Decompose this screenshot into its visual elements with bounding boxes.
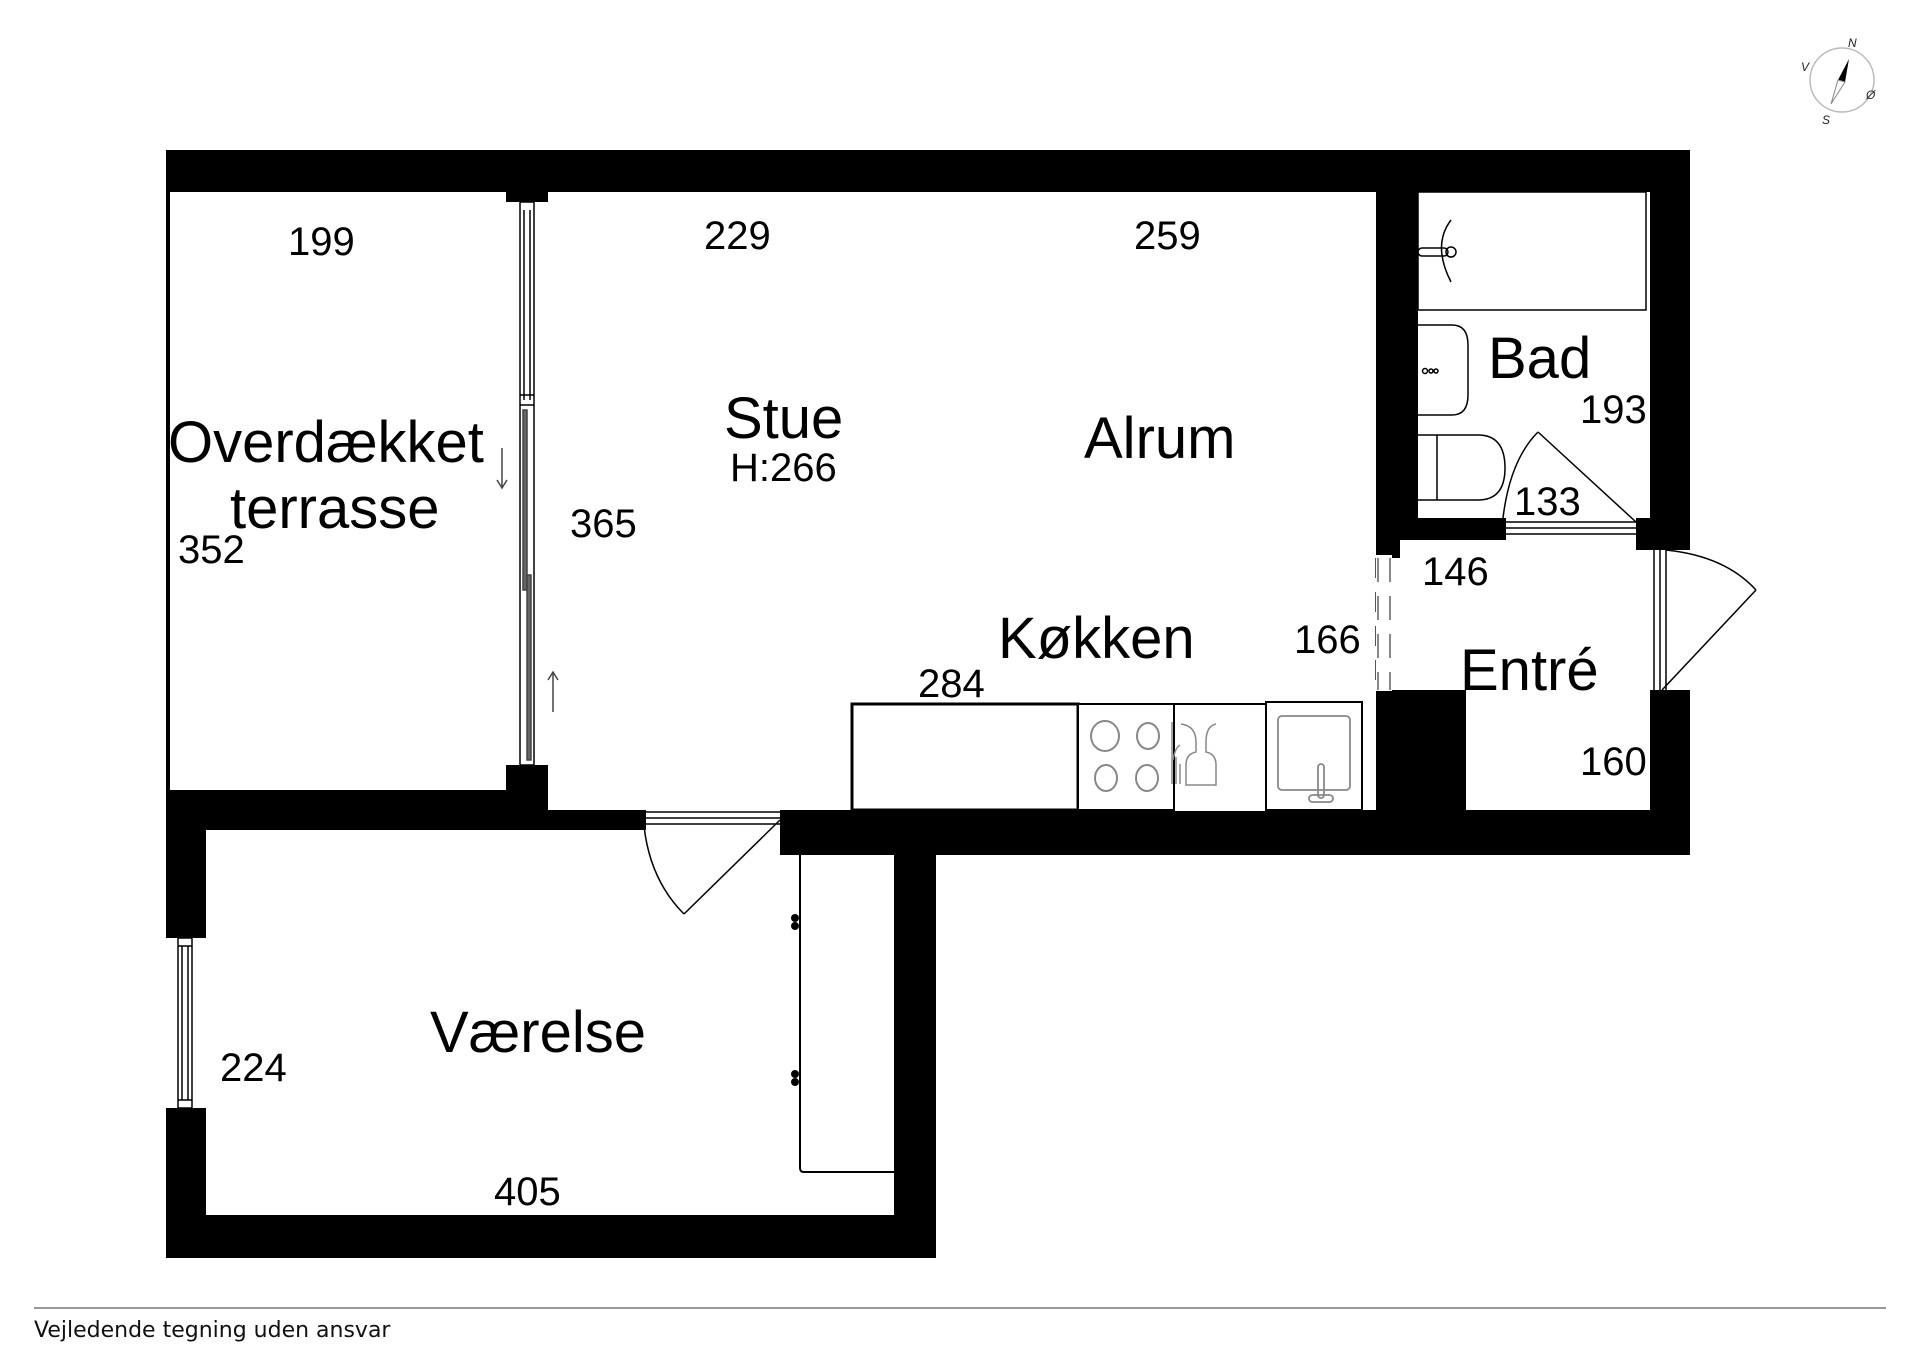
room-label-terrasse-line2: terrasse xyxy=(230,476,440,541)
compass-east: Ø xyxy=(1866,88,1876,102)
dim-entre-depth: 160 xyxy=(1580,740,1647,784)
sliding-arrow-down-icon xyxy=(496,448,508,490)
dim-bad-door: 133 xyxy=(1514,480,1581,524)
compass-north: N xyxy=(1848,36,1857,50)
dim-koekken-counter: 284 xyxy=(918,662,985,706)
room-label-entre: Entré xyxy=(1460,638,1599,703)
footer-divider xyxy=(34,1307,1886,1309)
dim-entre-width: 146 xyxy=(1422,550,1489,594)
vaerelse-door xyxy=(643,811,781,915)
sliding-door xyxy=(519,201,535,766)
compass-west: V xyxy=(1801,60,1810,74)
room-label-alrum: Alrum xyxy=(1084,406,1236,471)
kitchen-counter xyxy=(850,702,1080,812)
room-height-stue: H:266 xyxy=(730,446,837,490)
dim-stue-depth: 365 xyxy=(570,502,637,546)
bathroom-door xyxy=(1502,431,1637,535)
sliding-arrow-up-icon xyxy=(547,670,559,712)
dim-terrasse-depth: 352 xyxy=(178,528,245,572)
dim-stue-width: 229 xyxy=(704,214,771,258)
dishwasher xyxy=(1171,703,1267,813)
dim-vaerelse-width: 405 xyxy=(494,1170,561,1214)
dim-bad-depth: 193 xyxy=(1580,388,1647,432)
entry-door xyxy=(1653,549,1757,691)
dim-alrum-width: 259 xyxy=(1134,214,1201,258)
bathroom-sink xyxy=(1418,324,1469,416)
compass-south: S xyxy=(1822,113,1831,127)
room-label-bad: Bad xyxy=(1488,326,1592,391)
room-label-koekken: Køkken xyxy=(998,606,1195,671)
compass-rose-icon xyxy=(1809,47,1875,113)
dim-terrasse-width: 199 xyxy=(288,220,355,264)
wardrobe xyxy=(791,831,894,1173)
toilet xyxy=(1418,434,1506,501)
footer-disclaimer: Vejledende tegning uden ansvar xyxy=(34,1318,391,1343)
vaerelse-window xyxy=(177,937,193,1109)
sink xyxy=(1265,701,1363,811)
dim-vaerelse-depth: 224 xyxy=(220,1046,287,1090)
room-label-stue: Stue xyxy=(724,386,844,451)
dim-koekken-depth: 166 xyxy=(1294,618,1361,662)
walls xyxy=(166,150,1690,1258)
room-label-vaerelse: Værelse xyxy=(430,1000,646,1065)
room-label-terrasse-line1: Overdækket xyxy=(168,410,484,475)
stove xyxy=(1077,703,1175,811)
shower-area xyxy=(1417,191,1647,311)
